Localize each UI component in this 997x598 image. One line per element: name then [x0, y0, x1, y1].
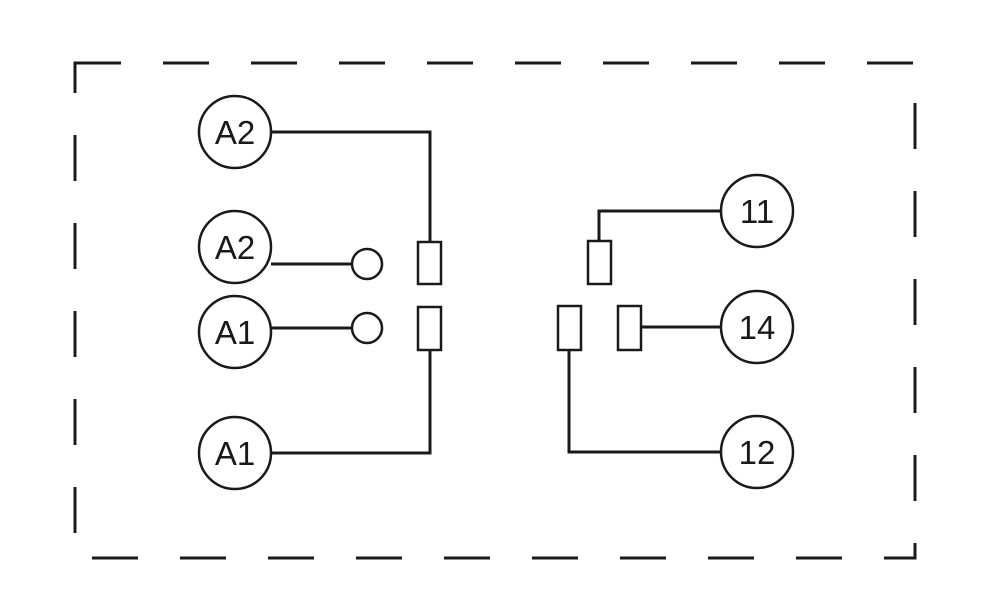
wire-a2-top [271, 130, 432, 242]
terminal-a1-mid-label: A1 [215, 314, 255, 351]
terminal-14: 14 [719, 289, 795, 365]
terminal-a1-bottom: A1 [197, 415, 273, 491]
terminal-11: 11 [719, 173, 795, 249]
wire-11 [597, 209, 721, 241]
terminal-14-label: 14 [739, 309, 776, 346]
contact-nc [556, 304, 583, 352]
terminal-a2-mid: A2 [197, 209, 273, 285]
contact-point-a1 [350, 311, 384, 345]
terminal-12-circle [719, 414, 795, 490]
terminal-12: 12 [719, 414, 795, 490]
coil-contact-lower [416, 305, 443, 352]
terminal-11-label: 11 [740, 193, 774, 230]
terminal-12-label: 12 [739, 434, 776, 471]
dashed-enclosure [73, 61, 917, 560]
terminal-a2-top-label: A2 [215, 114, 255, 151]
wire-12 [567, 350, 721, 454]
terminal-a2-mid-circle [197, 209, 273, 285]
contact-common [586, 239, 613, 286]
terminal-a2-mid-label: A2 [215, 229, 255, 266]
terminal-a1-mid: A1 [197, 294, 273, 370]
wire-a1-bottom [271, 350, 432, 455]
terminal-a1-mid-circle [197, 294, 273, 370]
contact-no [616, 304, 643, 352]
coil-contact-upper [416, 240, 443, 286]
terminal-a1-bottom-label: A1 [215, 435, 255, 472]
terminal-a2-top: A2 [197, 94, 273, 170]
contact-point-a2 [350, 247, 384, 281]
